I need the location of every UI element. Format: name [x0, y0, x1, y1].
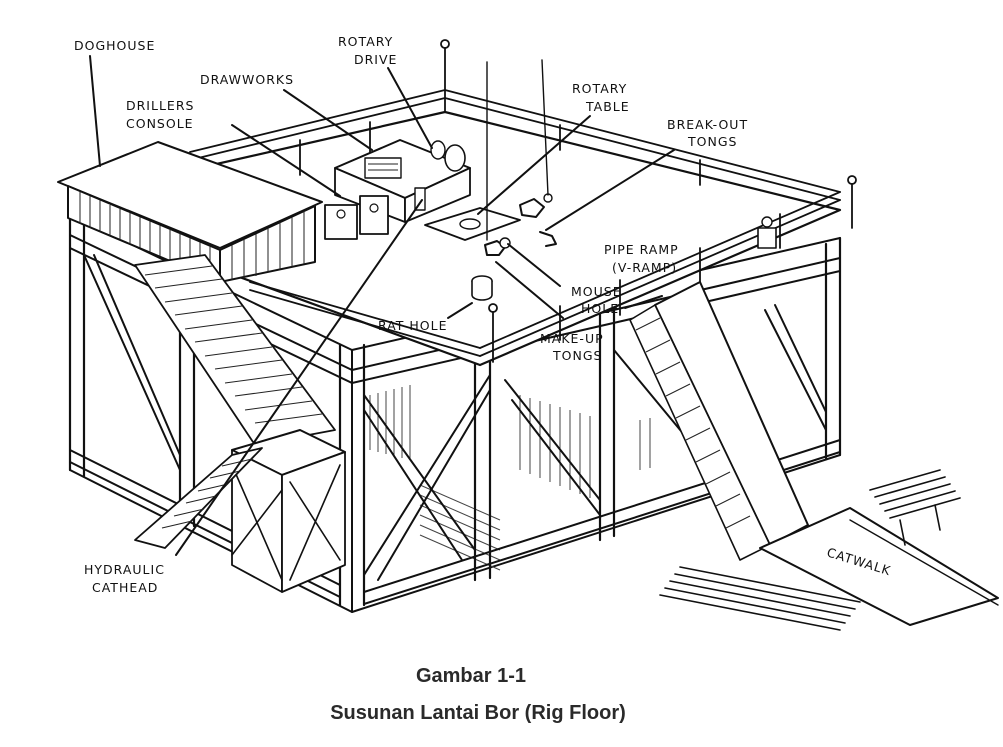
bracing	[83, 254, 827, 581]
figure-number: Gambar 1-1	[416, 665, 526, 687]
leader-lines	[89, 55, 675, 556]
figure-title: Susunan Lantai Bor (Rig Floor)	[330, 702, 626, 724]
label-drillers-console-line2: CONSOLE	[126, 116, 194, 131]
label-rat-hole: RAT HOLE	[378, 318, 447, 333]
pipe-ramp-v-ramp	[629, 281, 809, 561]
rat-hole-unit	[471, 275, 493, 301]
cladding-lines	[369, 385, 651, 571]
label-rotary-table-line1: ROTARY	[572, 81, 627, 96]
label-break-out-tongs-line2: TONGS	[687, 134, 737, 149]
pipe-rack-bottom	[659, 566, 861, 631]
pipe-rack-right	[869, 469, 961, 546]
label-hydraulic-cathead-line2: CATHEAD	[92, 580, 158, 595]
deck-equipment-right	[757, 216, 777, 249]
railings	[189, 39, 857, 363]
label-rotary-table-line2: TABLE	[585, 99, 630, 114]
rotary-table-unit	[424, 207, 521, 241]
label-rotary-drive-line1: ROTARY	[338, 34, 393, 49]
label-break-out-tongs-line1: BREAK-OUT	[667, 117, 748, 132]
drillers-console-unit	[324, 195, 389, 240]
label-mouse-hole-line1: MOUSE	[571, 284, 622, 299]
label-make-up-tongs-line2: TONGS	[552, 348, 602, 363]
label-drillers-console-line1: DRILLERS	[126, 98, 194, 113]
rig-floor-deck	[68, 39, 857, 367]
break-out-tongs-unit	[519, 193, 557, 247]
label-pipe-ramp-line2: (V-RAMP)	[612, 260, 677, 275]
make-up-tongs-unit	[484, 237, 511, 256]
label-doghouse: DOGHOUSE	[74, 38, 155, 53]
hydraulic-cathead-unit	[414, 187, 426, 211]
label-hydraulic-cathead-line1: HYDRAULIC	[84, 562, 165, 577]
label-make-up-tongs-line1: MAKE-UP	[540, 331, 604, 346]
label-mouse-hole-line2: HOLE	[581, 301, 619, 316]
label-pipe-ramp-line1: PIPE RAMP	[604, 242, 679, 257]
catwalk	[659, 469, 999, 631]
hanging-lines	[486, 59, 549, 241]
label-drawworks: DRAWWORKS	[200, 72, 294, 87]
label-rotary-drive-line2: DRIVE	[354, 52, 397, 67]
